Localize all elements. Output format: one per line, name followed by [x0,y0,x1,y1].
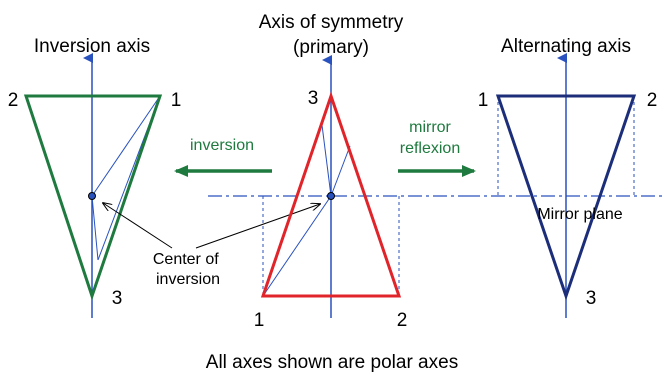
footer-caption: All axes shown are polar axes [206,352,458,373]
inversion-center-point [88,192,96,200]
vertex-label-1: 1 [171,90,182,111]
mirror-plane-label: Mirror plane [537,206,622,223]
symmetry-axis-panel: Axis of symmetry (primary) 3 1 2 [208,12,466,331]
center-of-inversion-annotation: Center of inversion [103,203,320,288]
pointer-arrow-middle [195,204,320,249]
alternating-axis-panel: Alternating axis Mirror plane 1 2 3 [466,36,664,318]
vertex-label-3: 3 [112,288,123,309]
construction-line [262,195,332,297]
construction-line [330,145,351,197]
symmetry-axis-title-line1: Axis of symmetry [259,12,404,33]
reflected-triangle [495,94,637,301]
vertex-label-1: 1 [254,310,265,331]
inverted-triangle [23,94,163,301]
construction-line [321,124,332,197]
mirror-arrow-label-line1: mirror [409,119,451,136]
vertex-label-1: 1 [478,90,489,111]
inversion-axis-panel: Inversion axis 2 1 3 [8,36,182,318]
construction-line [91,95,161,197]
vertex-label-2: 2 [397,310,408,331]
mirror-transform: mirror reflexion [398,119,476,177]
pointer-arrow-left [103,203,173,249]
primary-triangle [260,91,402,298]
mirror-arrow-label-line2: reflexion [400,140,460,157]
vertex-label-3: 3 [308,88,319,109]
construction-line [91,195,99,261]
inversion-axis-title: Inversion axis [34,36,150,57]
vertex-label-3: 3 [586,288,597,309]
inversion-arrow-label: inversion [190,137,254,154]
inversion-transform: inversion [174,137,272,177]
alternating-axis-title: Alternating axis [501,36,631,57]
symmetry-center-point [327,192,335,200]
vertex-label-2: 2 [647,90,658,111]
center-of-inversion-label: Center of inversion [153,251,223,288]
symmetry-axis-title-line2: (primary) [293,37,369,58]
vertex-label-2: 2 [8,90,19,111]
